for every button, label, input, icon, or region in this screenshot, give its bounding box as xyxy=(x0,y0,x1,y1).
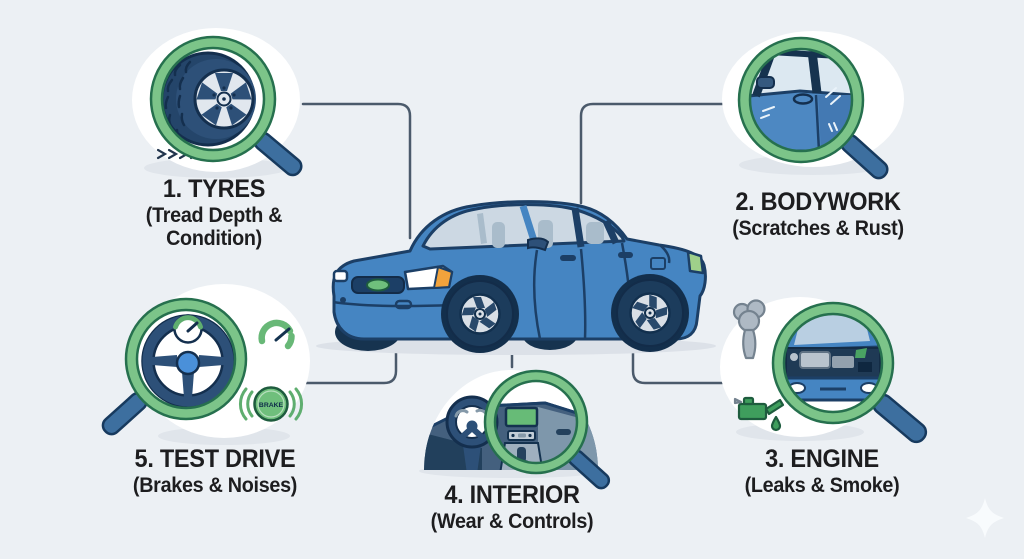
connector-lines xyxy=(298,102,740,385)
magnifier-tyres xyxy=(149,35,303,177)
bodywork-label: 2. BODYWORK (Scratches & Rust) xyxy=(696,188,940,241)
magnifier-ring xyxy=(739,38,863,162)
tyres-subtitle: (Tread Depth & Condition) xyxy=(145,204,283,250)
test-drive-label: 5. TEST DRIVE (Brakes & Noises) xyxy=(93,445,337,498)
bodywork-subtitle: (Scratches & Rust) xyxy=(732,217,904,240)
rear-wheel xyxy=(611,274,689,352)
smoke-icon xyxy=(732,299,766,360)
tyres-callout-illustration xyxy=(132,28,303,178)
bodywork-callout-illustration xyxy=(722,31,904,180)
connector-bodywork xyxy=(579,102,740,205)
engine-label: 3. ENGINE (Leaks & Smoke) xyxy=(700,445,944,498)
engine-subtitle: (Leaks & Smoke) xyxy=(744,474,900,497)
tyres-title: 1. TYRES xyxy=(162,175,266,203)
bodywork-title: 2. BODYWORK xyxy=(735,188,901,216)
engine-lens-scene xyxy=(784,314,882,402)
interior-subtitle: (Wear & Controls) xyxy=(430,510,594,533)
speedometer-icon xyxy=(258,319,295,350)
magnifier-ring xyxy=(126,299,246,419)
connector-tyres xyxy=(301,102,412,240)
brake-badge-label: BRAKE xyxy=(259,402,284,409)
engine-title: 3. ENGINE xyxy=(765,445,879,473)
connector-engine xyxy=(631,338,724,385)
interior-callout-illustration xyxy=(419,369,611,490)
magnifier-interior xyxy=(483,369,611,490)
test-drive-callout-illustration: BRAKE xyxy=(101,284,310,445)
brake-badge: BRAKE xyxy=(239,386,303,422)
magnifier-test-drive xyxy=(101,297,248,436)
test-drive-title: 5. TEST DRIVE xyxy=(134,445,296,473)
magnifier-bodywork xyxy=(737,36,889,180)
car-illustration xyxy=(316,200,716,355)
interior-label: 4. INTERIOR (Wear & Controls) xyxy=(390,481,634,534)
bodywork-lens-scene xyxy=(750,49,852,151)
magnifier-ring xyxy=(485,371,587,473)
interior-title: 4. INTERIOR xyxy=(444,481,580,509)
steering-wheel-lens-scene xyxy=(141,314,235,408)
front-wheel xyxy=(441,275,519,353)
magnifier-ring xyxy=(773,303,893,423)
test-drive-subtitle: (Brakes & Noises) xyxy=(132,474,298,497)
scratch-marks xyxy=(760,87,841,132)
oil-leak-icon xyxy=(733,396,785,432)
connector-test-drive xyxy=(298,342,398,385)
tyre-lens-scene xyxy=(162,51,256,147)
magnifier-ring xyxy=(151,37,275,161)
sparkle-watermark xyxy=(966,498,1004,538)
engine-callout-illustration xyxy=(720,297,928,444)
tyres-label: 1. TYRES (Tread Depth & Condition) xyxy=(92,175,336,251)
magnifier-engine xyxy=(771,301,928,444)
